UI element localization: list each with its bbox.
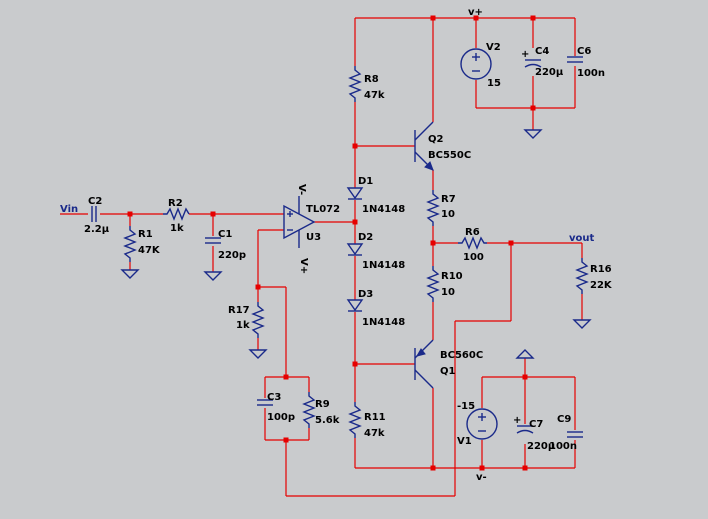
v1-name: V1 — [457, 436, 472, 447]
capacitor-c9[interactable]: C9 100n — [549, 414, 583, 452]
d2-value: 1N4148 — [362, 260, 405, 271]
q2-name: Q2 — [428, 134, 444, 145]
opamp-vminus-pin: V- — [296, 184, 307, 195]
voltage-source-v1[interactable]: -15 V1 — [457, 401, 498, 447]
output-net[interactable]: vout — [569, 233, 595, 244]
r8-value: 47k — [364, 90, 385, 101]
voltage-source-v2[interactable]: V2 15 — [460, 42, 501, 89]
c4-polarity-plus-icon: + — [521, 49, 529, 60]
capacitor-c4[interactable]: + C4 220µ — [521, 46, 564, 78]
ground-symbols — [120, 129, 592, 359]
resistor-r6[interactable]: R6 100 — [458, 227, 487, 263]
c6-name: C6 — [577, 46, 591, 57]
r16-value: 22K — [590, 280, 613, 291]
wires — [60, 17, 583, 497]
c2-value: 2.2µ — [84, 224, 110, 235]
transistor-q1[interactable]: BC560C Q1 — [414, 339, 483, 389]
c7-value: 220µ — [527, 441, 556, 452]
r2-name: R2 — [168, 198, 183, 209]
c4-value: 220µ — [535, 67, 564, 78]
q1-value: BC560C — [440, 350, 483, 361]
vminus-net[interactable]: v- — [476, 472, 487, 483]
resistor-r2[interactable]: R2 1k — [163, 198, 190, 234]
diode-d2[interactable]: D2 1N4148 — [346, 232, 405, 271]
vplus-label: v+ — [468, 7, 483, 18]
capacitor-c7[interactable]: + C7 220µ — [513, 415, 556, 452]
d3-value: 1N4148 — [362, 317, 405, 328]
capacitor-c3[interactable]: C3 100p — [257, 392, 295, 423]
capacitor-c2[interactable]: C2 2.2µ — [84, 196, 110, 235]
input-net[interactable]: Vin — [60, 204, 78, 215]
capacitor-c6[interactable]: C6 100n — [567, 46, 605, 79]
resistor-r10[interactable]: R10 10 — [426, 266, 463, 302]
u3-value: TL072 — [306, 204, 340, 215]
r1-value: 47K — [138, 245, 161, 256]
v2-value: 15 — [487, 78, 501, 89]
r8-name: R8 — [364, 74, 379, 85]
r7-name: R7 — [441, 194, 456, 205]
diode-d1[interactable]: D1 1N4148 — [346, 176, 405, 215]
r9-value: 5.6k — [315, 415, 340, 426]
vminus-label: v- — [476, 472, 487, 483]
resistor-r7[interactable]: R7 10 — [426, 190, 456, 226]
r2-value: 1k — [170, 223, 184, 234]
r11-name: R11 — [364, 412, 386, 423]
u3-name: U3 — [306, 232, 321, 243]
r10-value: 10 — [441, 287, 455, 298]
c4-name: C4 — [535, 46, 549, 57]
q2-value: BC550C — [428, 150, 471, 161]
d1-name: D1 — [358, 176, 373, 187]
junctions — [127, 15, 536, 471]
c1-name: C1 — [218, 229, 232, 240]
resistor-r1[interactable]: R1 47K — [123, 226, 161, 262]
capacitor-c1[interactable]: C1 220p — [205, 229, 246, 261]
vout-label: vout — [569, 233, 595, 244]
r17-name: R17 — [228, 305, 250, 316]
r17-value: 1k — [236, 320, 250, 331]
v2-name: V2 — [486, 42, 501, 53]
resistor-r9[interactable]: R9 5.6k — [302, 392, 340, 428]
opamp-vplus-pin: V+ — [298, 258, 309, 274]
c6-value: 100n — [577, 68, 605, 79]
c7-name: C7 — [529, 419, 543, 430]
r6-value: 100 — [463, 252, 484, 263]
c3-value: 100p — [267, 412, 295, 423]
r16-name: R16 — [590, 264, 612, 275]
resistor-r16[interactable]: R16 22K — [575, 258, 613, 294]
r9-name: R9 — [315, 399, 330, 410]
v1-value: -15 — [457, 401, 475, 412]
vplus-net[interactable]: v+ — [468, 7, 483, 18]
c2-name: C2 — [88, 196, 102, 207]
r11-value: 47k — [364, 428, 385, 439]
r1-name: R1 — [138, 229, 153, 240]
r10-name: R10 — [441, 271, 463, 282]
transistor-q2[interactable]: Q2 BC550C — [414, 121, 471, 171]
d2-name: D2 — [358, 232, 373, 243]
resistor-r17[interactable]: R17 1k — [228, 302, 265, 338]
resistor-r8[interactable]: R8 47k — [348, 66, 385, 102]
c9-value: 100n — [549, 441, 577, 452]
c7-polarity-plus-icon: + — [513, 415, 521, 426]
c3-name: C3 — [267, 392, 281, 403]
opamp-u3[interactable]: TL072 U3 V- V+ — [283, 184, 340, 274]
d3-name: D3 — [358, 289, 373, 300]
c9-name: C9 — [557, 414, 571, 425]
d1-value: 1N4148 — [362, 204, 405, 215]
resistor-r11[interactable]: R11 47k — [348, 402, 386, 439]
r7-value: 10 — [441, 209, 455, 220]
q1-name: Q1 — [440, 366, 456, 377]
diode-d3[interactable]: D3 1N4148 — [346, 289, 405, 328]
negative-rail-flag-icon — [515, 349, 535, 359]
r6-name: R6 — [465, 227, 480, 238]
c1-value: 220p — [218, 250, 246, 261]
vin-label: Vin — [60, 204, 78, 215]
